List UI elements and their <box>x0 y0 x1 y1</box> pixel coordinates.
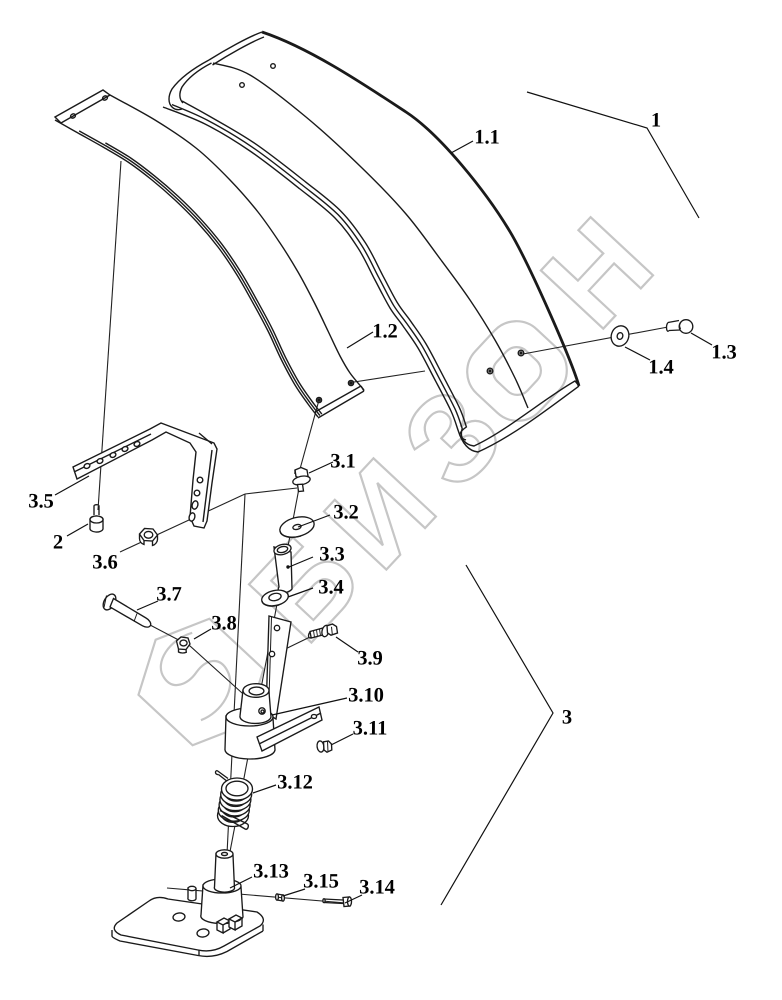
svg-text:3: 3 <box>562 706 572 728</box>
svg-text:3.13: 3.13 <box>253 860 289 882</box>
svg-text:1.1: 1.1 <box>474 126 500 148</box>
svg-text:3.7: 3.7 <box>156 583 182 605</box>
svg-text:1.2: 1.2 <box>372 320 398 342</box>
svg-text:3.9: 3.9 <box>357 647 383 669</box>
svg-text:3.11: 3.11 <box>353 717 388 739</box>
svg-text:2: 2 <box>53 531 63 553</box>
svg-text:3.2: 3.2 <box>333 501 359 523</box>
svg-text:1: 1 <box>651 109 661 131</box>
svg-text:3.12: 3.12 <box>277 771 313 793</box>
svg-text:3.14: 3.14 <box>359 876 395 898</box>
svg-text:1.4: 1.4 <box>648 356 674 378</box>
svg-text:3.8: 3.8 <box>211 612 237 634</box>
svg-text:3.1: 3.1 <box>330 450 356 472</box>
svg-text:1.3: 1.3 <box>711 341 737 363</box>
svg-text:3.4: 3.4 <box>318 576 344 598</box>
svg-text:3.6: 3.6 <box>92 551 118 573</box>
svg-text:3.15: 3.15 <box>303 870 339 892</box>
svg-text:3.3: 3.3 <box>319 543 345 565</box>
svg-text:3.10: 3.10 <box>348 684 384 706</box>
svg-text:3.5: 3.5 <box>28 490 54 512</box>
